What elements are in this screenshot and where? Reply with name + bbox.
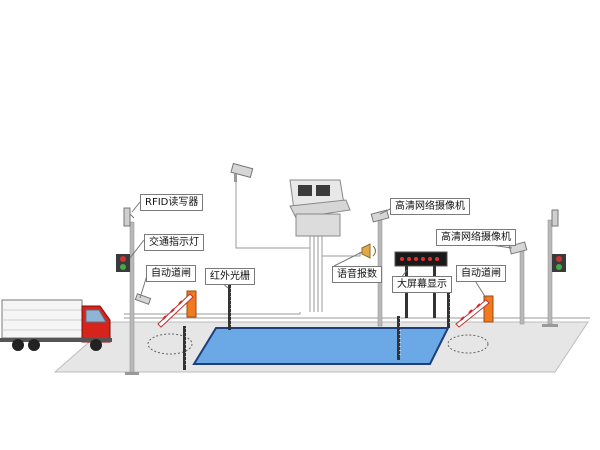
left-barrier-label: 自动道闸 — [146, 265, 196, 282]
ir-grating-post-mid — [397, 316, 401, 360]
speaker-device — [361, 243, 376, 259]
truck — [0, 299, 112, 351]
voice-broadcast-label: 语音报数 — [332, 266, 382, 283]
left-camera-device — [134, 293, 152, 305]
ir-grating-post-left — [228, 284, 232, 330]
right-ground-loop — [447, 334, 489, 354]
rfid-reader-label: RFID读写器 — [140, 194, 204, 211]
right-barrier-label: 自动道闸 — [456, 265, 506, 282]
ir-grating-post-right — [447, 288, 451, 328]
right-traffic-light-device — [552, 254, 566, 272]
cable-lines — [124, 182, 590, 319]
traffic-light-label: 交通指示灯 — [144, 234, 204, 251]
rfid-reader-device — [123, 207, 135, 227]
ir-grating-label: 红外光栅 — [205, 268, 255, 285]
left-barrier-gate — [157, 290, 197, 328]
right-camera-label: 高清网络摄像机 — [436, 229, 516, 246]
weighing-platform — [192, 327, 450, 365]
traffic-light-device — [116, 254, 130, 272]
right-barrier-gate — [455, 295, 494, 328]
top-camera-label: 高清网络摄像机 — [390, 198, 470, 215]
left-ground-loop — [147, 333, 193, 355]
ir-grating-post-front — [183, 326, 187, 370]
left-pole — [125, 221, 139, 375]
right-camera-pole — [508, 241, 528, 325]
control-station — [289, 179, 351, 237]
top-camera-device — [230, 162, 254, 182]
big-screen-label: 大屏幕显示 — [392, 276, 452, 293]
